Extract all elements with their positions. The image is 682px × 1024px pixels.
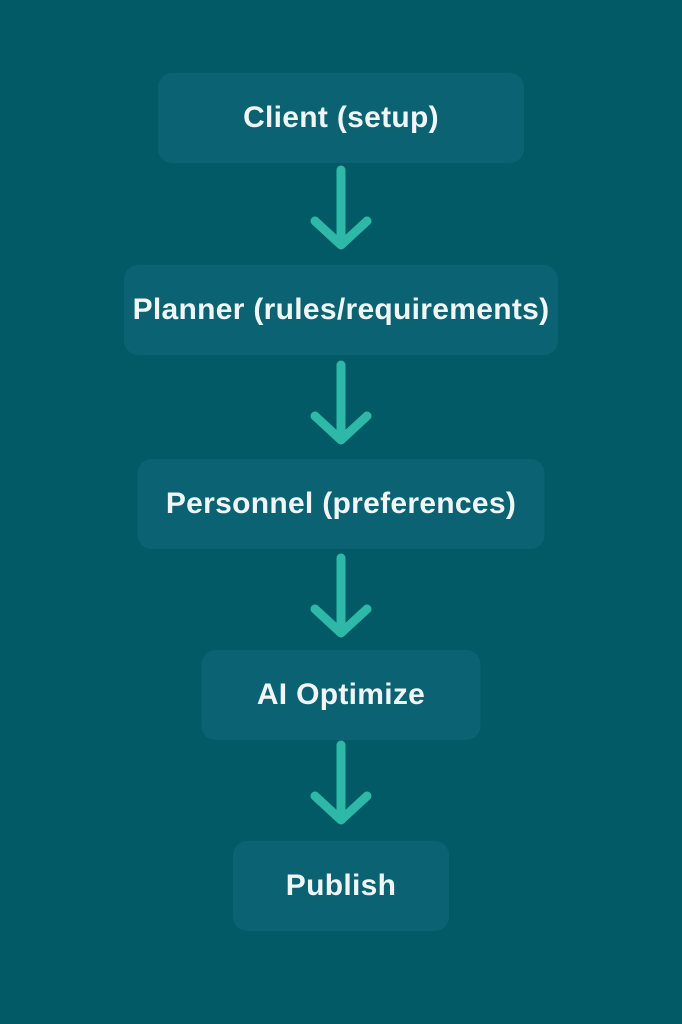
flow-node-client: Client (setup) [158,73,524,163]
down-arrow-icon [309,740,373,830]
flow-node-label: Client (setup) [243,101,439,134]
down-arrow-icon [309,553,373,643]
down-arrow-icon [309,360,373,450]
flow-node-ai-optimize: AI Optimize [201,650,481,740]
flow-node-personnel: Personnel (preferences) [137,459,545,549]
down-arrow-icon [309,165,373,255]
flow-node-publish: Publish [233,841,449,931]
flow-node-label: AI Optimize [256,678,426,711]
flow-node-planner: Planner (rules/requirements) [124,265,558,355]
flow-node-label: Planner (rules/requirements) [132,293,550,326]
flow-node-label: Personnel (preferences) [165,487,517,520]
flow-node-label: Publish [285,869,397,902]
